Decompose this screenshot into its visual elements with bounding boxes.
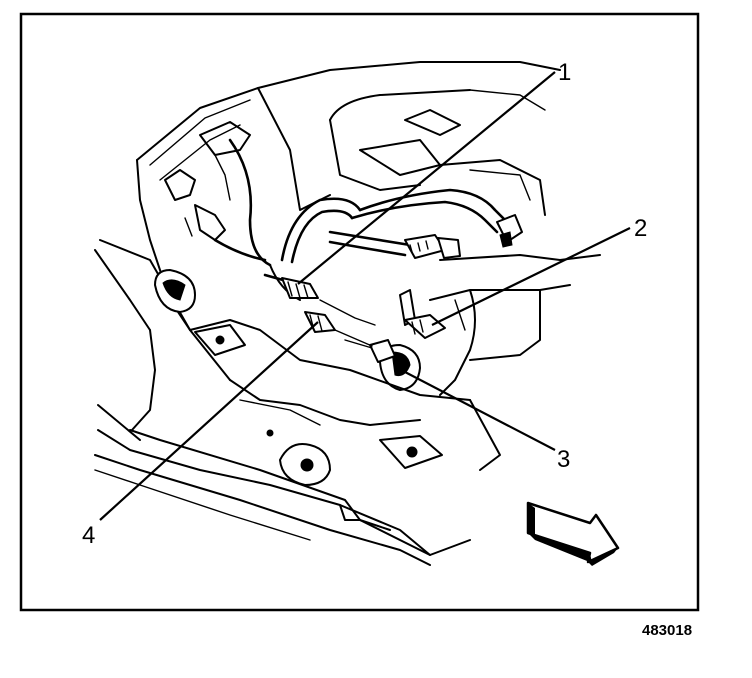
callout-4: 4 [82, 522, 95, 549]
callout-2: 2 [634, 215, 647, 242]
leader-line-4 [99, 321, 319, 521]
leader-line-1 [297, 71, 556, 285]
leader-line-3 [404, 371, 556, 451]
vehicle-illustration [94, 61, 601, 566]
front-arrow-icon [526, 501, 620, 566]
callout-3: 3 [557, 446, 570, 473]
callout-1: 1 [558, 59, 571, 86]
leader-line-2 [431, 227, 631, 326]
figure-id: 483018 [642, 622, 692, 639]
diagram-frame [19, 12, 700, 612]
